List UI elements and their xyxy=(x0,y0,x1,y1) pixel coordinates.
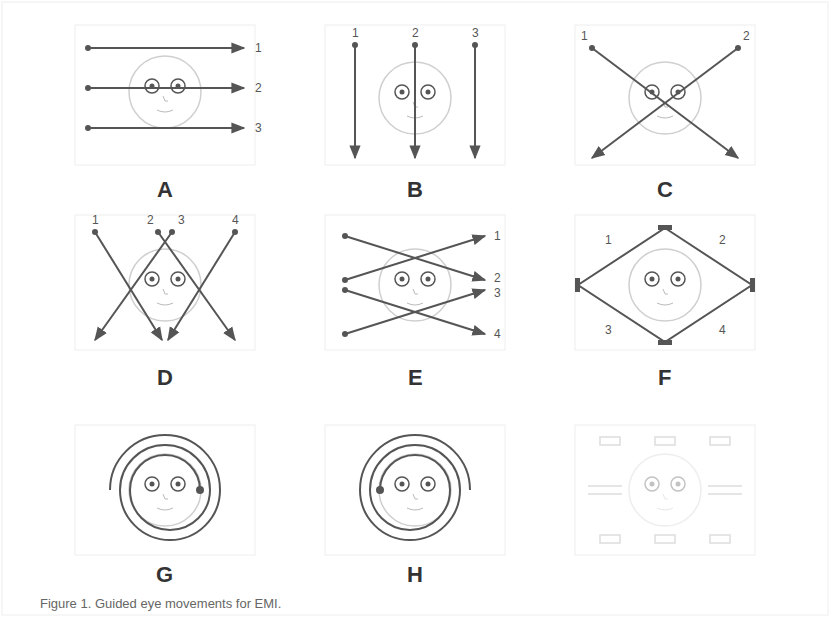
callout-number: 1 xyxy=(92,214,99,226)
panel-letter: A xyxy=(157,179,173,201)
panel-letter: E xyxy=(408,367,423,389)
callout-number: 2 xyxy=(412,27,419,39)
panel-letter: H xyxy=(407,564,423,586)
callout-number: 1 xyxy=(581,30,588,42)
callout-number: 4 xyxy=(232,214,239,226)
callout-number: 3 xyxy=(605,324,612,336)
callout-number: 3 xyxy=(494,287,501,299)
callout-number: 4 xyxy=(494,328,501,340)
callout-number: 2 xyxy=(147,214,154,226)
panel-letter: D xyxy=(157,367,173,389)
panel-letter: C xyxy=(657,179,673,201)
callout-number: 3 xyxy=(472,27,479,39)
callout-number: 1 xyxy=(605,234,612,246)
callout-number: 2 xyxy=(494,272,501,284)
panel-letter: B xyxy=(407,179,423,201)
callout-number: 1 xyxy=(494,230,501,242)
figure-caption: Figure 1. Guided eye movements for EMI. xyxy=(40,597,281,610)
callout-number: 2 xyxy=(719,234,726,246)
callout-number: 2 xyxy=(255,82,262,94)
callout-number: 4 xyxy=(719,324,726,336)
callout-number: 2 xyxy=(743,30,750,42)
callout-number: 3 xyxy=(178,214,185,226)
callout-number: 1 xyxy=(352,27,359,39)
callout-number: 1 xyxy=(255,42,262,54)
panel-letter: G xyxy=(156,564,173,586)
callout-number: 3 xyxy=(255,122,262,134)
panel-letter: F xyxy=(658,367,671,389)
